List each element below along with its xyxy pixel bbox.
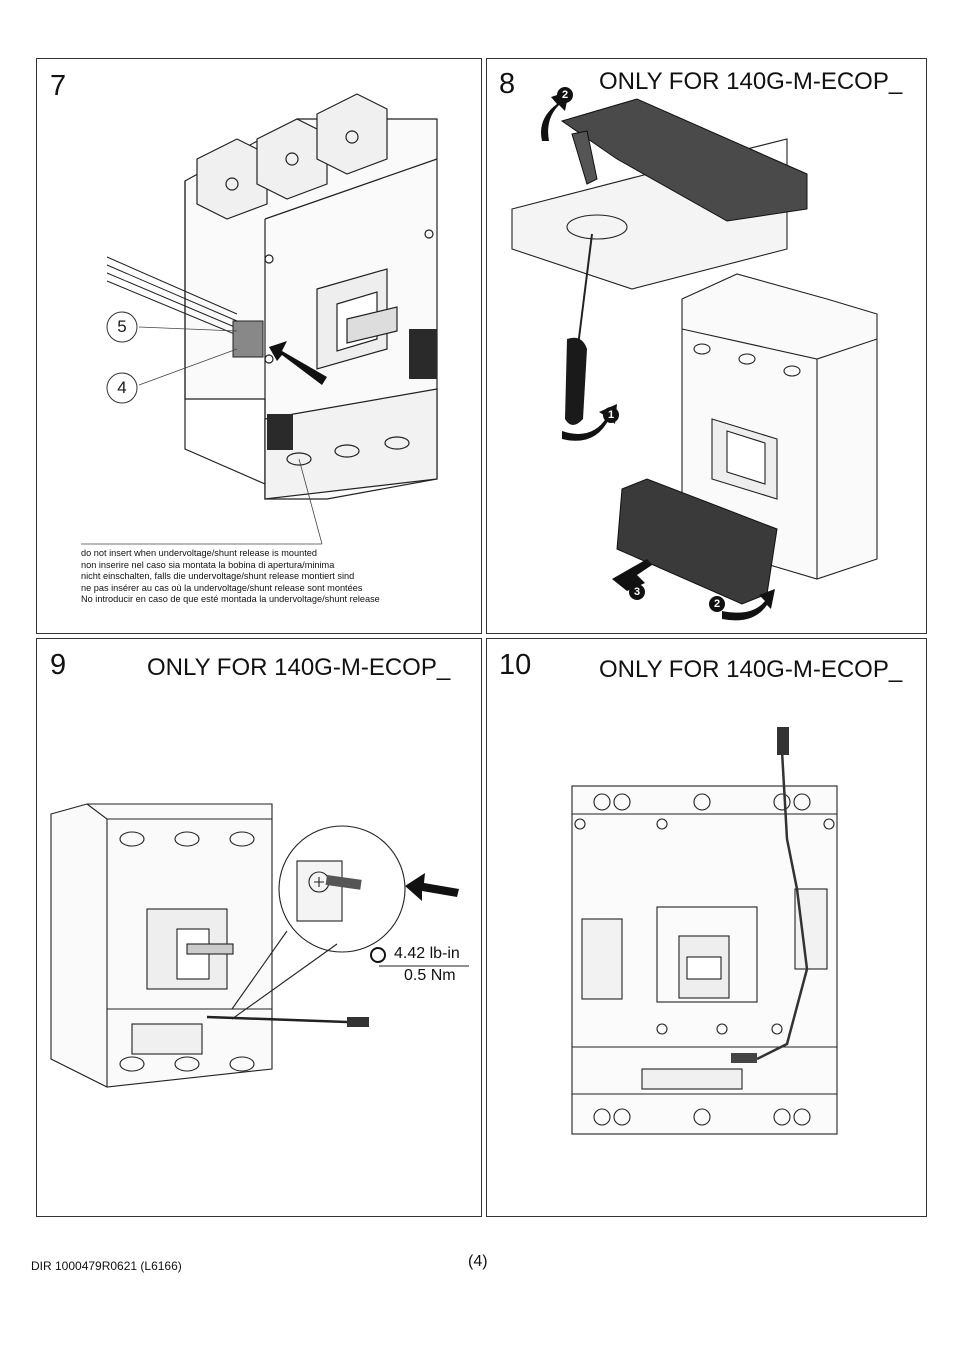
- step-marker-1: 1: [607, 409, 615, 421]
- warning-text: do not insert when undervoltage/shunt re…: [81, 548, 380, 606]
- step-number: 8: [499, 68, 516, 100]
- warning-line-en: do not insert when undervoltage/shunt re…: [81, 548, 317, 558]
- callout-4: 4: [117, 378, 127, 397]
- warning-line-fr: ne pas insérer au cas où la undervoltage…: [81, 582, 363, 593]
- panel-title: ONLY FOR 140G-M-ECOP_: [599, 656, 903, 683]
- breaker-accessory-illustration: [81, 93, 438, 545]
- panel-title: ONLY FOR 140G-M-ECOP_: [599, 68, 903, 95]
- step-number: 7: [50, 70, 67, 102]
- step-9-panel: 9 ONLY FOR 140G-M-ECOP_: [36, 638, 482, 1217]
- step-number: 10: [499, 649, 532, 681]
- warning-line-de: nicht einschalten, falls die undervoltag…: [81, 571, 355, 582]
- front-view-illustration: [571, 727, 838, 1135]
- step-marker-2b: 2: [713, 598, 721, 610]
- cover-removal-illustration: [511, 87, 878, 621]
- step-10-panel: 10 ONLY FOR 140G-M-ECOP_: [486, 638, 927, 1217]
- page-number: (4): [468, 1253, 488, 1270]
- step-number: 9: [50, 649, 67, 681]
- step-marker-2: 2: [561, 89, 569, 101]
- callout-5: 5: [117, 317, 127, 336]
- document-reference: DIR 1000479R0621 (L6166): [31, 1259, 182, 1273]
- warning-line-es: No introducir en caso de que esté montad…: [81, 594, 380, 605]
- torque-imperial: 4.42 lb-in: [394, 945, 460, 962]
- step-marker-3: 3: [633, 586, 641, 598]
- step-7-panel: 7: [36, 58, 482, 634]
- torque-metric: 0.5 Nm: [404, 967, 456, 984]
- warning-line-it: non inserire nel caso sia montata la bob…: [81, 559, 335, 570]
- wire-connection-illustration: [50, 803, 469, 1088]
- step-8-panel: 8 ONLY FOR 140G-M-ECOP_: [486, 58, 927, 634]
- panel-title: ONLY FOR 140G-M-ECOP_: [147, 654, 451, 681]
